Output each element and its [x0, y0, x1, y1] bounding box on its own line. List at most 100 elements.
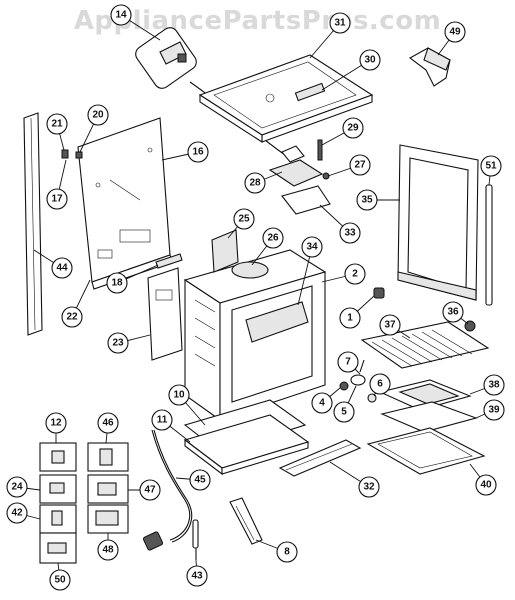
callout-number-33: 33	[344, 228, 356, 239]
callout-number-21: 21	[51, 119, 63, 130]
callout-number-32: 32	[363, 482, 375, 493]
callout-number-42: 42	[11, 508, 23, 519]
callout-circle-14	[110, 4, 132, 26]
callout-number-30: 30	[364, 55, 376, 66]
callout-circle-37	[379, 314, 401, 336]
part-bracket-detail	[135, 27, 286, 156]
callout-number-48: 48	[102, 545, 114, 556]
callout-number-46: 46	[102, 418, 114, 429]
part-small-bracket	[155, 253, 183, 269]
callout-number-7: 7	[345, 357, 351, 368]
callout-circle-42	[6, 502, 28, 524]
part-door-frame	[397, 144, 493, 306]
callout-circle-35	[356, 189, 378, 211]
callout-number-20: 20	[92, 110, 104, 121]
part-kick-rail	[278, 439, 362, 477]
callout-number-17: 17	[51, 194, 63, 205]
callout-circle-34	[301, 236, 323, 258]
callout-circle-7	[337, 351, 359, 373]
part-broiler-pan	[378, 379, 472, 411]
callout-circle-38	[483, 374, 505, 396]
callout-number-34: 34	[306, 242, 318, 253]
part-door-glass	[366, 427, 486, 475]
part-burner-components	[268, 139, 331, 215]
callout-number-1: 1	[347, 313, 353, 324]
callout-circle-2	[344, 263, 366, 285]
callout-circle-45	[189, 469, 211, 491]
callout-circle-50	[49, 569, 71, 591]
callout-number-16: 16	[192, 147, 204, 158]
callout-number-27: 27	[354, 160, 366, 171]
part-sensor-probe	[192, 519, 199, 560]
callout-circle-48	[97, 539, 119, 561]
callout-circle-47	[139, 479, 161, 501]
callout-number-31: 31	[334, 18, 346, 29]
part-cooktop	[198, 54, 374, 144]
callout-circle-20	[87, 104, 109, 126]
callout-number-11: 11	[157, 415, 168, 426]
callout-circle-43	[186, 565, 208, 587]
callout-number-6: 6	[377, 379, 383, 390]
callout-circle-4	[311, 392, 333, 414]
part-broiler-insert	[380, 401, 478, 433]
callout-number-10: 10	[173, 390, 185, 401]
callout-circle-17	[46, 188, 68, 210]
callout-number-4: 4	[319, 398, 325, 409]
callout-number-28: 28	[249, 178, 261, 189]
callout-number-43: 43	[191, 571, 203, 582]
part-oven-bottom	[183, 399, 310, 476]
callout-number-49: 49	[449, 27, 461, 38]
callout-number-40: 40	[480, 480, 492, 491]
callout-circle-10	[168, 384, 190, 406]
callout-number-29: 29	[347, 123, 359, 134]
callout-circle-26	[262, 227, 284, 249]
callout-circle-27	[349, 154, 371, 176]
callout-labels: 1245678101112141617182021222324252627282…	[6, 4, 505, 591]
callout-circle-16	[187, 141, 209, 163]
callout-circle-23	[107, 332, 129, 354]
callout-circle-46	[97, 412, 119, 434]
callout-circle-6	[369, 373, 391, 395]
callout-number-38: 38	[488, 380, 500, 391]
callout-circle-29	[342, 117, 364, 139]
callout-number-18: 18	[111, 278, 123, 289]
part-oven-cavity	[183, 229, 327, 422]
callout-circle-33	[339, 222, 361, 244]
callout-circle-5	[333, 401, 355, 423]
callout-circle-51	[480, 155, 502, 177]
callout-circle-18	[106, 272, 128, 294]
part-spark-clamp	[229, 497, 263, 545]
callout-number-50: 50	[54, 575, 66, 586]
callout-circle-30	[359, 49, 381, 71]
callout-number-35: 35	[361, 195, 373, 206]
callout-number-14: 14	[115, 10, 127, 21]
callout-circle-24	[6, 476, 28, 498]
callout-circle-25	[233, 208, 255, 230]
callout-number-45: 45	[194, 475, 206, 486]
callout-circle-8	[276, 541, 298, 563]
callout-circle-40	[475, 474, 497, 496]
callout-number-23: 23	[112, 338, 124, 349]
callout-circle-11	[151, 409, 173, 431]
callout-number-8: 8	[284, 547, 290, 558]
callout-circle-32	[358, 476, 380, 498]
callout-number-24: 24	[11, 482, 23, 493]
callout-circle-1	[339, 307, 361, 329]
part-side-trim	[23, 112, 43, 336]
callout-circle-22	[61, 306, 83, 328]
callout-number-47: 47	[144, 485, 156, 496]
callout-number-39: 39	[488, 405, 500, 416]
callout-circle-21	[46, 113, 68, 135]
part-side-panel	[147, 267, 183, 361]
callout-circle-28	[244, 172, 266, 194]
callout-number-51: 51	[485, 161, 497, 172]
part-small-parts-grid	[39, 442, 129, 564]
callout-circle-36	[442, 301, 464, 323]
callout-number-25: 25	[238, 214, 250, 225]
callout-number-5: 5	[341, 407, 347, 418]
callout-circle-39	[483, 399, 505, 421]
part-power-cord	[142, 429, 193, 551]
callout-circle-44	[51, 257, 73, 279]
callout-circle-12	[45, 412, 67, 434]
